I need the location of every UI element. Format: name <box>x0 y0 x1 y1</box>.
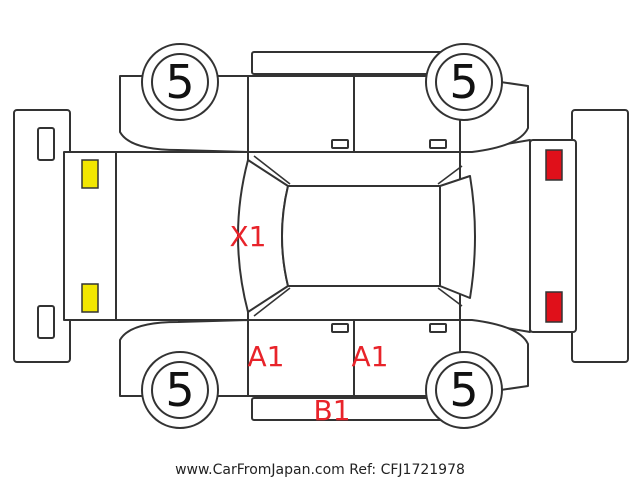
damage-mark-sill: B1 <box>313 394 350 427</box>
taillight-right <box>545 291 563 323</box>
wheel-front-left: 5 <box>141 43 219 121</box>
headlight-left <box>81 159 99 189</box>
damage-mark-rear-door: A1 <box>352 340 389 373</box>
front-bumper <box>13 109 71 363</box>
wheel-front-right: 5 <box>141 351 219 429</box>
windshield-roof <box>237 155 476 317</box>
wheel-front-left-grade: 5 <box>165 55 194 109</box>
damage-mark-front-door: A1 <box>248 340 285 373</box>
rear-bumper <box>571 109 629 363</box>
wheel-front-right-grade: 5 <box>165 363 194 417</box>
wheel-rear-right: 5 <box>425 351 503 429</box>
headlight-right <box>81 283 99 313</box>
wheel-rear-right-grade: 5 <box>449 363 478 417</box>
taillight-left <box>545 149 563 181</box>
reference-footer: www.CarFromJapan.com Ref: CFJ1721978 <box>175 462 465 478</box>
wheel-rear-left: 5 <box>425 43 503 121</box>
damage-mark-roof: X1 <box>230 220 267 253</box>
wheel-rear-left-grade: 5 <box>449 55 478 109</box>
